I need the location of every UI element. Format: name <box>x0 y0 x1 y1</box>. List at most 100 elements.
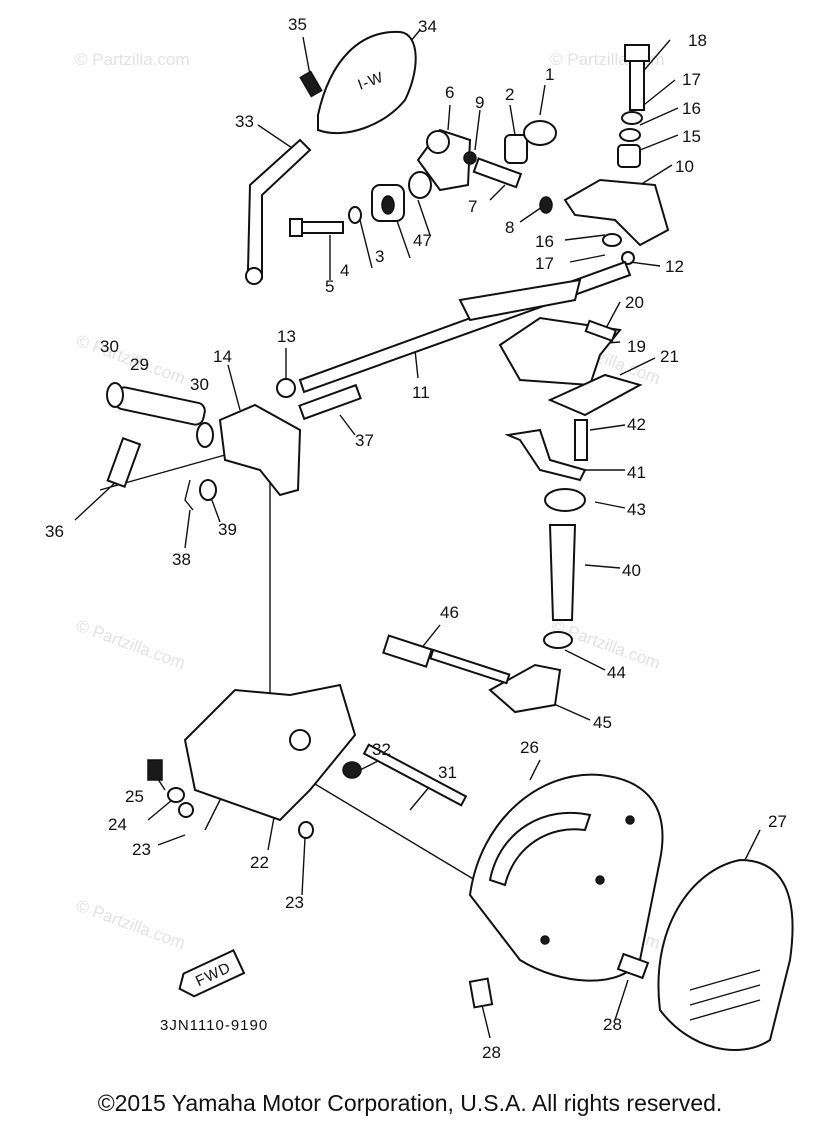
nut-8 <box>539 196 553 214</box>
callout-numbers: 1 2 3 4 5 6 7 8 9 10 11 12 13 14 15 16 1… <box>45 15 787 1062</box>
callout-24: 24 <box>108 815 127 834</box>
washer-4 <box>348 206 362 224</box>
callout-46: 46 <box>440 603 459 622</box>
cover-27 <box>657 858 794 1051</box>
washer-39 <box>199 479 217 501</box>
callout-23: 23 <box>132 840 151 859</box>
arm-41 <box>504 428 587 482</box>
callout-36: 36 <box>45 522 64 541</box>
pin-2 <box>504 134 528 164</box>
callout-15: 15 <box>682 127 701 146</box>
callout-32: 32 <box>372 740 391 759</box>
callout-9: 9 <box>475 93 484 112</box>
shift-lever-eye <box>245 267 263 285</box>
callout-37: 37 <box>355 431 374 450</box>
callout-8: 8 <box>505 218 514 237</box>
callout-11: 11 <box>412 383 430 402</box>
pin-37 <box>298 383 362 421</box>
callout-47: 47 <box>413 231 432 250</box>
parts: I-W <box>106 30 794 1051</box>
callout-21: 21 <box>660 347 679 366</box>
cover-26-hole <box>625 815 635 825</box>
callout-27: 27 <box>768 812 787 831</box>
callout-6: 6 <box>445 83 454 102</box>
copyright-notice: ©2015 Yamaha Motor Corporation, U.S.A. A… <box>97 1090 723 1116</box>
seal-43 <box>544 488 586 512</box>
callout-42: 42 <box>627 415 646 434</box>
callout-30b: 30 <box>190 375 209 394</box>
callout-23b: 23 <box>285 893 304 912</box>
washer-17 <box>621 111 643 125</box>
callout-10: 10 <box>675 157 694 176</box>
callout-28b: 28 <box>603 1015 622 1034</box>
bracket-22-hole <box>289 729 311 751</box>
pin-6 <box>426 130 450 154</box>
callout-34: 34 <box>418 17 437 36</box>
pad-21 <box>547 373 643 417</box>
callout-38: 38 <box>172 550 191 569</box>
washer-47 <box>408 171 432 199</box>
callout-17: 17 <box>682 70 701 89</box>
ring-30 <box>106 382 124 408</box>
spring-36 <box>106 436 142 488</box>
watermark: © Partzilla.com <box>75 50 190 69</box>
collar-15 <box>617 144 641 168</box>
callout-20: 20 <box>625 293 644 312</box>
callout-16: 16 <box>682 99 701 118</box>
callout-2: 2 <box>505 85 514 104</box>
bolt-18 <box>629 54 645 111</box>
collar-3-hole <box>381 195 395 215</box>
watermark: © Partzilla.com <box>74 896 188 953</box>
callout-19: 19 <box>627 337 646 356</box>
rod-45 <box>429 648 511 685</box>
spring-46 <box>382 634 433 668</box>
washer-16b <box>602 233 622 247</box>
cotter-38 <box>184 479 194 511</box>
callout-43: 43 <box>627 500 646 519</box>
cover-26-hole <box>595 875 605 885</box>
callout-40: 40 <box>622 561 641 580</box>
bracket-14 <box>218 403 302 497</box>
fwd-arrow: FWD <box>178 949 246 998</box>
bolt-5-head <box>289 218 303 237</box>
nut-13 <box>276 378 296 398</box>
cover-27-fins <box>689 969 761 1021</box>
callout-31: 31 <box>438 763 457 782</box>
callout-18: 18 <box>688 31 707 50</box>
nut-23 <box>178 802 194 818</box>
nut-9 <box>463 151 477 165</box>
part-number-code: 3JN1110-9190 <box>160 1017 268 1034</box>
callout-28: 28 <box>482 1043 501 1062</box>
bolt-20 <box>584 319 618 343</box>
link-10 <box>563 178 670 247</box>
washer-32 <box>342 761 362 779</box>
callout-17b: 17 <box>535 254 554 273</box>
shift-lever <box>246 138 312 280</box>
callout-14: 14 <box>213 347 232 366</box>
bolt-42 <box>574 419 588 461</box>
callout-30: 30 <box>100 337 119 356</box>
washer-24 <box>167 787 185 803</box>
callout-3: 3 <box>375 247 384 266</box>
callout-1: 1 <box>545 65 554 84</box>
callout-33: 33 <box>235 112 254 131</box>
callout-4: 4 <box>340 261 349 280</box>
arm-45 <box>488 663 562 714</box>
cover-26-slot <box>488 811 592 887</box>
callout-13: 13 <box>277 327 296 346</box>
cover-26 <box>468 773 664 982</box>
callout-35: 35 <box>288 15 307 34</box>
callout-29: 29 <box>130 355 149 374</box>
ring-30b <box>196 422 214 448</box>
callout-44: 44 <box>607 663 626 682</box>
washer-44 <box>543 631 573 649</box>
shift-knob <box>317 30 417 135</box>
callout-39: 39 <box>218 520 237 539</box>
bracket-22 <box>183 683 357 822</box>
bolt-18-head <box>624 44 650 62</box>
bolt-28 <box>468 977 494 1009</box>
callout-22: 22 <box>250 853 269 872</box>
watermark: © Partzilla.com <box>74 616 188 673</box>
callout-16b: 16 <box>535 232 554 251</box>
